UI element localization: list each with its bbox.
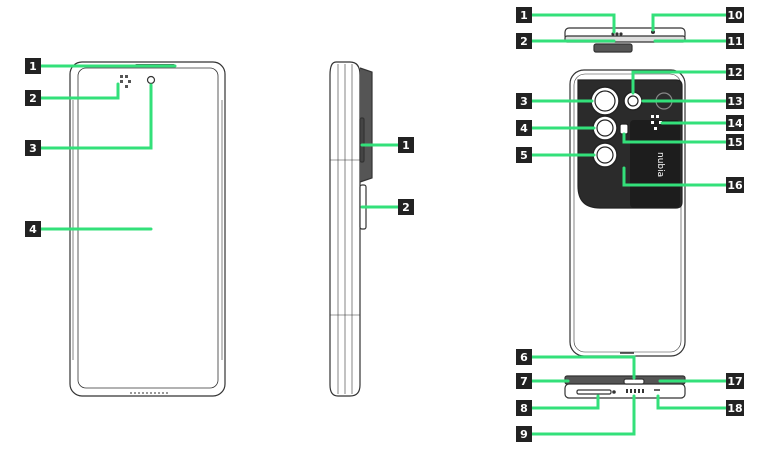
front-label-4-text: 4 [29, 223, 37, 236]
front-label-3: 3 [25, 140, 41, 156]
back-label-4: 4 [516, 120, 532, 136]
side-phone-body [329, 61, 361, 397]
back-label-2: 2 [516, 33, 532, 49]
back-bottom-edge-view [564, 375, 686, 399]
back-leader-6 [530, 355, 636, 380]
back-label-1-text: 1 [520, 9, 528, 22]
back-label-8: 8 [516, 400, 532, 416]
back-label-16-text: 16 [727, 179, 743, 192]
front-label-3-text: 3 [29, 142, 37, 155]
back-main-leader-lines [530, 70, 728, 187]
back-label-6: 6 [516, 349, 532, 365]
side-label-2: 2 [398, 199, 414, 215]
back-label-17-text: 17 [727, 375, 742, 388]
front-sensor-dots [120, 75, 131, 88]
back-label-3-text: 3 [520, 95, 528, 108]
back-main-view: nubia [569, 69, 686, 357]
side-view [329, 61, 373, 397]
back-label-13: 13 [726, 93, 744, 109]
front-label-1: 1 [25, 58, 41, 74]
front-label-1-text: 1 [29, 60, 37, 73]
back-leader-10 [651, 13, 728, 32]
back-camera-lens-4 [623, 91, 643, 111]
front-label-4: 4 [25, 221, 41, 237]
side-label-2-text: 2 [402, 201, 410, 214]
back-label-14: 14 [726, 115, 744, 131]
back-leader-12 [631, 70, 728, 95]
bottom-speaker-holes [626, 389, 644, 393]
back-label-12: 12 [726, 64, 744, 80]
back-label-18-text: 18 [727, 402, 742, 415]
back-label-11: 11 [726, 33, 744, 49]
back-label-18: 18 [726, 400, 744, 416]
usb-port [623, 378, 645, 385]
back-label-9: 9 [516, 426, 532, 442]
back-logo-text: nubia [655, 152, 665, 177]
back-label-1: 1 [516, 7, 532, 23]
back-label-4-text: 4 [520, 122, 528, 135]
back-bottom-leader-lines [530, 355, 728, 436]
front-label-2: 2 [25, 90, 41, 106]
front-camera-lens [146, 75, 156, 85]
side-volume-button [359, 117, 365, 163]
back-label-13-text: 13 [727, 95, 742, 108]
back-label-3: 3 [516, 93, 532, 109]
front-leader-2 [38, 82, 120, 100]
back-leader-15 [622, 132, 728, 144]
back-label-15: 15 [726, 134, 744, 150]
front-leader-3 [38, 83, 153, 150]
back-label-15-text: 15 [727, 136, 742, 149]
back-label-10: 10 [726, 7, 744, 23]
side-leader-lines [360, 143, 400, 209]
back-label-16: 16 [726, 177, 744, 193]
back-label-9-text: 9 [520, 428, 528, 441]
back-label-5: 5 [516, 147, 532, 163]
back-label-7-text: 7 [520, 375, 528, 388]
side-label-1-text: 1 [402, 139, 410, 152]
back-label-10-text: 10 [727, 9, 743, 22]
back-top-leader-lines [530, 13, 728, 43]
sim-tray [576, 389, 612, 395]
back-label-7: 7 [516, 373, 532, 389]
back-label-11-text: 11 [727, 35, 742, 48]
back-label-17: 17 [726, 373, 744, 389]
side-label-1: 1 [398, 137, 414, 153]
back-label-6-text: 6 [520, 351, 528, 364]
front-leader-lines [38, 64, 177, 231]
back-label-2-text: 2 [520, 35, 528, 48]
back-leader-16 [622, 166, 728, 187]
back-leader-9 [530, 394, 636, 436]
back-label-12-text: 12 [727, 66, 742, 79]
back-label-5-text: 5 [520, 149, 528, 162]
back-label-8-text: 8 [520, 402, 528, 415]
back-sensor-dots [651, 115, 662, 130]
front-label-2-text: 2 [29, 92, 37, 105]
back-label-14-text: 14 [727, 117, 743, 130]
back-leader-8 [530, 394, 600, 410]
back-leader-1 [530, 13, 616, 34]
back-leader-18 [656, 394, 728, 410]
